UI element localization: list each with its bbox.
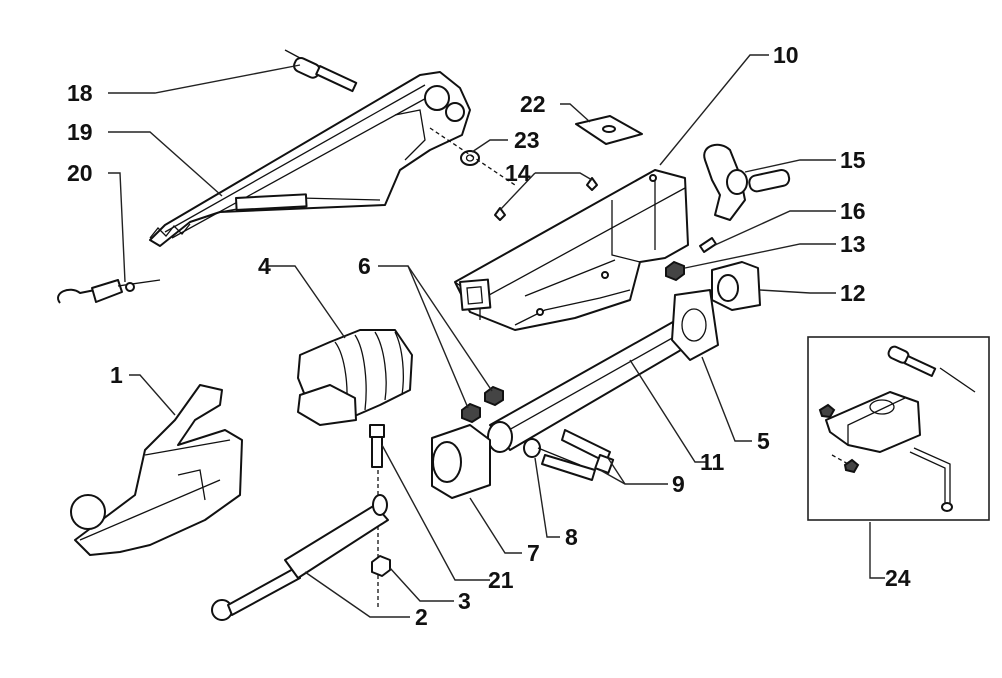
callout-label-12: 12 bbox=[840, 280, 866, 306]
callout-label-19: 19 bbox=[67, 119, 93, 145]
callout-label-15: 15 bbox=[840, 147, 866, 173]
callout-label-9: 9 bbox=[672, 471, 685, 497]
nut-part-13 bbox=[665, 260, 685, 282]
callout-label-1: 1 bbox=[110, 362, 123, 388]
callout-labels: 18 19 20 1 2 3 4 5 6 7 8 9 10 11 12 13 1… bbox=[67, 42, 911, 630]
callout-label-10: 10 bbox=[773, 42, 799, 68]
callout-label-22: 22 bbox=[520, 91, 546, 117]
washer-part-23 bbox=[460, 150, 480, 166]
bush-part-7 bbox=[431, 424, 491, 499]
latch-part-15 bbox=[703, 143, 791, 221]
pin-part-16 bbox=[699, 237, 717, 253]
housing-part-10 bbox=[454, 169, 689, 331]
callout-label-14: 14 bbox=[505, 160, 531, 186]
damper-part-2 bbox=[211, 494, 389, 621]
callout-label-6: 6 bbox=[358, 253, 371, 279]
screw-part-14 bbox=[494, 177, 598, 221]
callout-label-18: 18 bbox=[67, 80, 93, 106]
callout-label-7: 7 bbox=[527, 540, 540, 566]
leader-lines bbox=[108, 54, 885, 618]
callout-label-5: 5 bbox=[757, 428, 770, 454]
nut-part-6 bbox=[461, 385, 504, 424]
callout-label-13: 13 bbox=[840, 231, 866, 257]
callout-label-16: 16 bbox=[840, 198, 866, 224]
bolt-part-21 bbox=[369, 424, 385, 468]
callout-label-11: 11 bbox=[700, 449, 725, 475]
bellows-part-4 bbox=[297, 329, 413, 426]
inset-box-24 bbox=[807, 336, 990, 521]
bolt-part-9 bbox=[541, 429, 615, 481]
callout-label-20: 20 bbox=[67, 160, 93, 186]
flange-part-5 bbox=[671, 289, 719, 361]
callout-label-24: 24 bbox=[885, 565, 911, 591]
callout-label-2: 2 bbox=[415, 604, 428, 630]
assembly-axis-line bbox=[429, 127, 516, 186]
nut-part-3 bbox=[371, 555, 391, 577]
spring-clip-part-20 bbox=[57, 279, 161, 304]
callout-label-23: 23 bbox=[514, 127, 540, 153]
handbrake-lever-part bbox=[149, 71, 471, 247]
bolt-part-18 bbox=[284, 49, 358, 93]
bush-part-12 bbox=[711, 261, 761, 311]
bolt-part-8 bbox=[523, 438, 581, 466]
callout-label-3: 3 bbox=[458, 588, 471, 614]
plate-part-22 bbox=[575, 115, 643, 145]
callout-label-8: 8 bbox=[565, 524, 578, 550]
callout-label-4: 4 bbox=[258, 253, 271, 279]
coupling-head-part-1 bbox=[70, 384, 243, 556]
inset-kit-part-24 bbox=[818, 345, 976, 512]
callout-label-21: 21 bbox=[488, 567, 514, 593]
